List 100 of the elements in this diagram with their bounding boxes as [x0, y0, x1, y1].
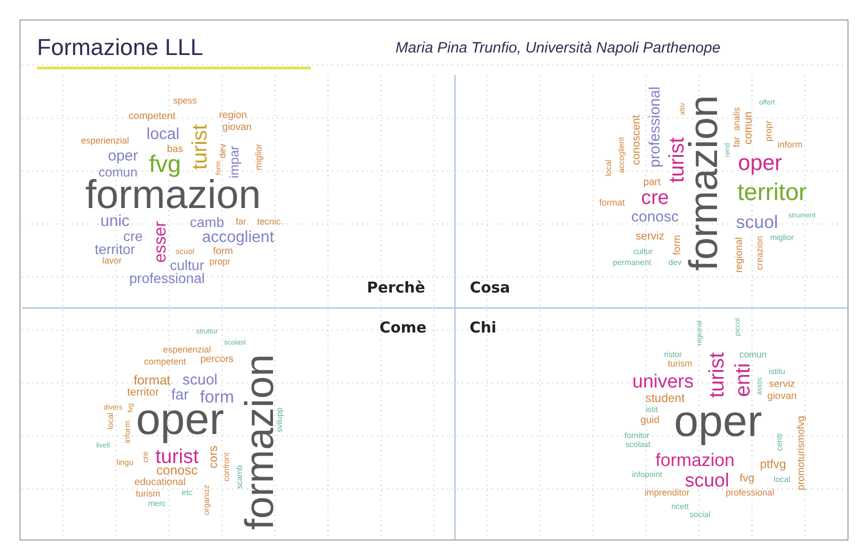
word-cloud-term: part: [643, 178, 661, 188]
word-cloud-term: educational: [134, 478, 186, 488]
word-cloud-term: form: [673, 235, 683, 255]
word-cloud-term: ristor: [664, 351, 682, 359]
word-cloud-term: percors: [200, 355, 234, 365]
quadrant-heading: Chi: [470, 320, 496, 336]
word-cloud-term: accoglient: [202, 230, 274, 246]
word-cloud-term: scuol: [736, 213, 778, 231]
word-cloud-term: territor: [737, 181, 807, 205]
word-cloud-term: professional: [726, 488, 774, 498]
word-cloud-term: guid: [640, 416, 660, 426]
word-cloud-term: conoscent: [632, 114, 642, 166]
word-cloud-term: serviz: [636, 232, 664, 242]
word-cloud-term: fornitor: [624, 432, 650, 440]
word-cloud-term: social: [690, 511, 710, 519]
word-cloud-term: analis: [732, 107, 742, 131]
word-cloud-term: tecnic: [257, 218, 281, 226]
word-cloud-term: istitu: [768, 368, 786, 376]
word-cloud-term: scuol: [182, 372, 218, 388]
word-cloud-term: conosc: [631, 210, 679, 224]
quadrant-heading: Perchè: [366, 280, 426, 296]
word-cloud-term: lavor: [102, 256, 122, 266]
word-cloud-term: accoglient: [618, 136, 626, 174]
word-cloud-term: comun: [98, 166, 138, 178]
word-cloud-term: local: [774, 476, 790, 484]
word-cloud-term: comun: [740, 350, 766, 360]
word-cloud-term: local: [146, 127, 180, 143]
word-cloud-term: spess: [173, 96, 197, 106]
word-cloud-term: far: [236, 218, 246, 226]
word-cloud-term: permanent: [612, 259, 652, 267]
word-cloud-term: formazion: [655, 451, 735, 469]
word-cloud-term: propr: [210, 258, 230, 266]
word-cloud-term: creazion: [756, 236, 764, 270]
word-cloud-term: student: [645, 392, 685, 404]
word-cloud-term: cre: [123, 229, 143, 243]
word-cloud-term: organizz: [203, 484, 211, 516]
word-cloud-term: bas: [166, 145, 184, 155]
word-cloud-term: scuol: [176, 248, 194, 256]
word-cloud-term: dev: [218, 144, 228, 158]
quadrant-heading: Come: [379, 320, 427, 336]
word-cloud-term: cors: [207, 446, 219, 468]
word-cloud-term: region: [219, 111, 247, 121]
word-cloud-term: propr: [764, 120, 774, 142]
word-cloud-term: format: [134, 374, 170, 386]
word-cloud-term: miglior: [770, 234, 794, 242]
word-cloud-term: istit: [646, 406, 658, 414]
word-cloud-term: far: [171, 388, 189, 402]
word-cloud-term: giovan: [222, 123, 252, 133]
word-cloud-term: confront: [223, 452, 231, 482]
word-cloud-term: esperienzial: [162, 346, 212, 354]
word-cloud-term: infopoint: [632, 471, 662, 479]
word-cloud-term: merc: [148, 500, 166, 508]
word-cloud-term: scuol: [684, 472, 730, 490]
word-cloud-term: camb: [190, 215, 224, 229]
word-cloud-term: enti: [732, 363, 754, 397]
word-cloud-term: scolast: [626, 441, 650, 449]
word-cloud-term: inform: [124, 420, 132, 444]
word-cloud-term: lingu: [116, 459, 134, 467]
word-cloud-term: cre: [142, 451, 150, 463]
word-cloud-term: imprenditor: [644, 488, 690, 498]
word-cloud-term: ptfvg: [760, 458, 786, 470]
word-cloud-term: far: [732, 136, 742, 148]
word-cloud-term: professional: [129, 271, 205, 285]
word-cloud-term: esser: [152, 221, 168, 263]
word-cloud-term: territor: [127, 388, 159, 398]
word-cloud-term: oper: [738, 152, 782, 174]
word-cloud-term: oper: [108, 148, 138, 164]
word-cloud-term: impar: [228, 146, 240, 178]
word-cloud-term: territor: [94, 242, 136, 256]
word-cloud-term: local: [107, 412, 115, 430]
word-cloud-term: form: [213, 247, 233, 257]
word-cloud-term: cultur: [633, 248, 653, 256]
word-cloud-term: fvg: [149, 153, 181, 177]
word-cloud-term: centr: [776, 433, 784, 451]
slide-title: Formazione LLL: [37, 36, 204, 59]
word-cloud-term: svilupp: [276, 408, 284, 432]
word-cloud-term: esperienzial: [80, 136, 130, 146]
word-cloud-term: ricett: [671, 503, 689, 511]
author-credit: Maria Pina Trunfio, Università Napoli Parthenope: [396, 40, 720, 56]
word-cloud-term: turist: [706, 352, 728, 398]
word-cloud-term: local: [605, 160, 613, 176]
word-cloud-term: giovan: [767, 392, 797, 402]
word-cloud-term: regional: [735, 237, 745, 273]
word-cloud-term: professional: [648, 86, 662, 168]
word-cloud-term: serviz: [768, 380, 796, 390]
word-cloud-term: format: [599, 198, 625, 208]
word-cloud-term: turism: [136, 490, 160, 498]
word-cloud-term: scamb: [236, 465, 244, 489]
word-cloud-term: cre: [641, 188, 669, 208]
word-cloud-term: miglior: [254, 144, 264, 170]
word-cloud-term: turist: [190, 124, 210, 170]
quadrant-heading: Cosa: [470, 280, 510, 296]
word-cloud-term: cultur: [170, 258, 204, 272]
word-cloud-term: turism: [668, 360, 692, 368]
word-cloud-term: etc: [182, 489, 192, 497]
word-cloud-term: competent: [144, 358, 186, 366]
word-cloud-term: competent: [128, 112, 176, 122]
word-cloud-term: unic: [100, 214, 130, 230]
word-cloud-term: comun: [744, 111, 754, 145]
word-cloud-term: fvg: [740, 474, 754, 484]
